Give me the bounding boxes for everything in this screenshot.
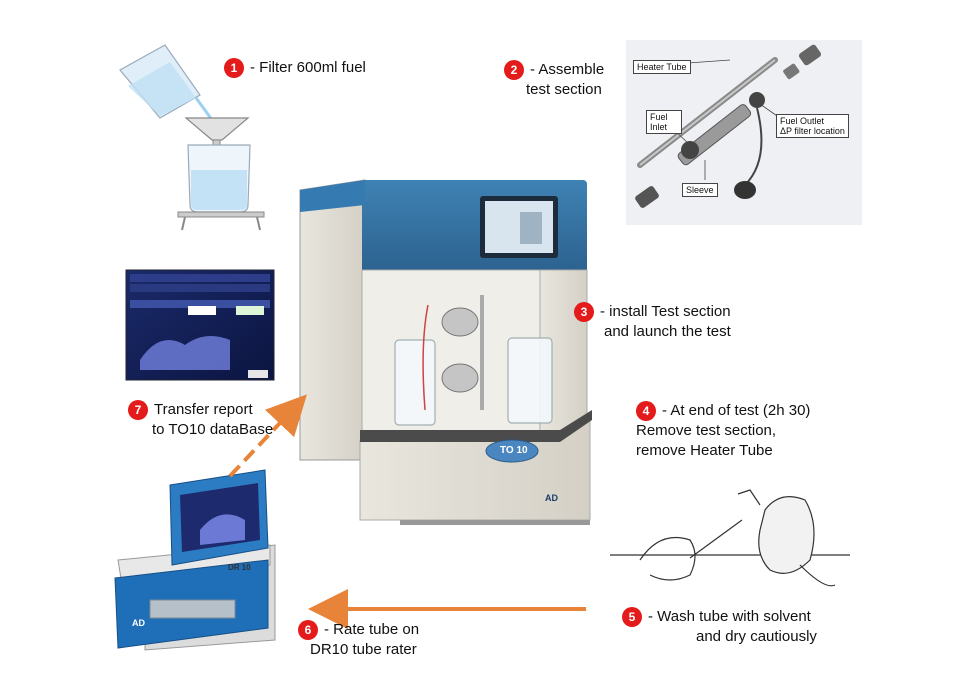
step-6-line1: - Rate tube on xyxy=(324,621,420,638)
step-4-line3: remove Heater Tube xyxy=(636,442,773,460)
dr10-rater xyxy=(114,469,276,651)
sleeve-label: Sleeve xyxy=(682,183,718,197)
to10-badge: TO 10 xyxy=(500,445,528,456)
step-3: 3 - install Test section and launch the t… xyxy=(574,302,731,342)
step-5-line2: and dry cautiously xyxy=(696,628,817,646)
step-2-line1: - Assemble xyxy=(530,61,605,78)
step-1-text: - Filter 600ml fuel xyxy=(250,59,366,76)
fuel-outlet-line1: Fuel Outlet xyxy=(780,116,825,126)
step-4: 4 - At end of test (2h 30) Remove test se… xyxy=(636,401,810,461)
step-6: 6 - Rate tube on DR10 tube rater xyxy=(298,620,419,660)
to10-logo: AD xyxy=(545,493,558,503)
transfer-arrow xyxy=(228,394,307,478)
step-6-number: 6 xyxy=(298,620,318,641)
step-5-line1: - Wash tube with solvent xyxy=(648,608,811,625)
step-1: 1 - Filter 600ml fuel xyxy=(224,58,366,79)
step-3-line2: and launch the test xyxy=(604,323,731,341)
dr10-logo: AD xyxy=(132,618,145,628)
step-3-line1: - install Test section xyxy=(600,303,731,320)
heater-tube-label: Heater Tube xyxy=(633,60,691,74)
filter-illustration xyxy=(119,44,265,231)
step-4-number: 4 xyxy=(636,401,656,422)
step-5: 5 - Wash tube with solvent and dry cautio… xyxy=(622,607,817,647)
step-3-number: 3 xyxy=(574,302,594,323)
step-2-line2: test section xyxy=(526,81,602,99)
washing-illustration xyxy=(610,489,850,587)
step-4-line2: Remove test section, xyxy=(636,422,777,440)
to10-machine xyxy=(299,179,592,525)
step-7: 7 Transfer report to TO10 dataBase xyxy=(128,400,273,440)
step-5-number: 5 xyxy=(622,607,642,628)
fuel-inlet-label: Fuel Inlet xyxy=(646,110,682,134)
dr10-badge: DR 10 xyxy=(228,563,251,572)
step-2: 2 - Assemble test section xyxy=(504,60,604,100)
step-1-number: 1 xyxy=(224,58,244,79)
step-7-number: 7 xyxy=(128,400,148,421)
fuel-outlet-label: Fuel Outlet ΔP filter location xyxy=(776,114,849,138)
step-7-line1: Transfer report xyxy=(154,401,253,418)
step-6-line2: DR10 tube rater xyxy=(310,641,417,659)
report-screen xyxy=(125,269,275,381)
step-7-line2: to TO10 dataBase xyxy=(152,421,274,439)
fuel-outlet-line2: ΔP filter location xyxy=(780,126,845,136)
step-4-line1: - At end of test (2h 30) xyxy=(662,402,811,419)
step-2-number: 2 xyxy=(504,60,524,81)
